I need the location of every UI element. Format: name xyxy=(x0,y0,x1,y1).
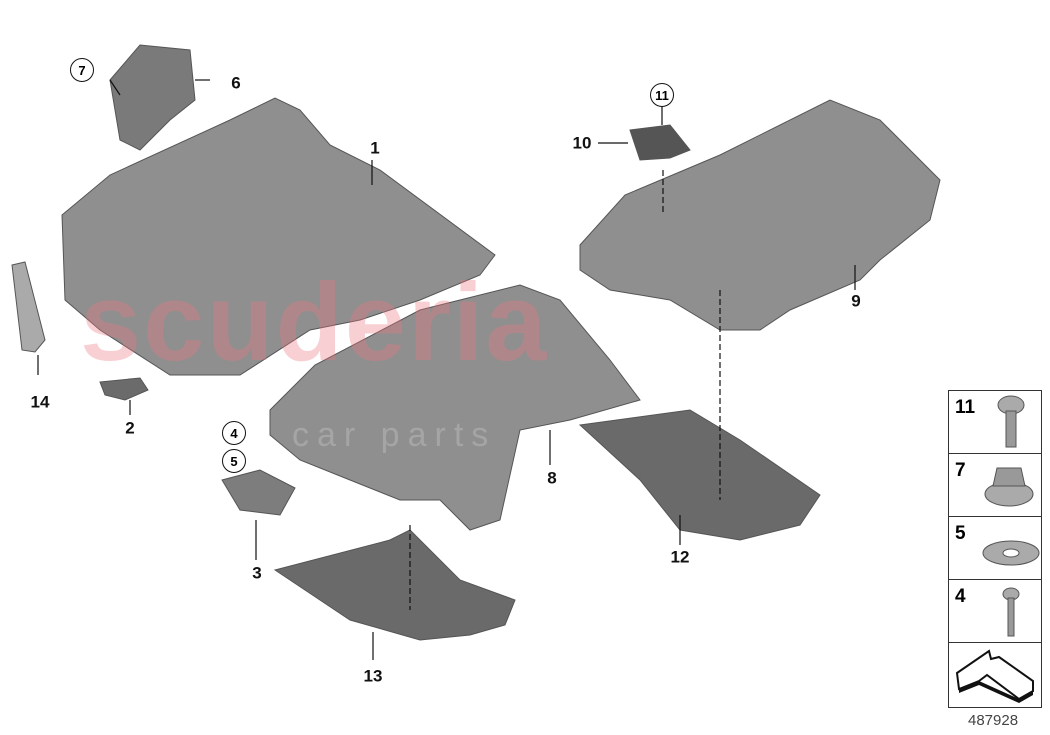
hardware-legend: 11 7 5 4 xyxy=(948,390,1042,708)
legend-row-4: 4 xyxy=(949,580,1041,643)
pad-top xyxy=(109,44,196,151)
callout-7: 7 xyxy=(70,58,94,82)
callout-3: 3 xyxy=(252,563,262,583)
watermark-sub: car parts xyxy=(292,416,497,454)
callout-13: 13 xyxy=(363,666,383,686)
bolt-icon xyxy=(1002,587,1020,637)
callout-6: 6 xyxy=(231,73,241,93)
legend-row-arrow xyxy=(949,643,1041,707)
callout-8: 8 xyxy=(547,468,557,488)
callout-2: 2 xyxy=(125,418,135,438)
ring-3 xyxy=(221,469,296,516)
flange-nut-icon xyxy=(984,467,1034,507)
rear-carpet-8 xyxy=(269,284,641,531)
callout-12: 12 xyxy=(670,547,690,567)
callout-14: 14 xyxy=(30,392,50,412)
callout-9: 9 xyxy=(851,291,861,311)
insulation-10 xyxy=(629,124,691,161)
front-floor-carpet xyxy=(61,97,496,376)
legend-row-5: 5 xyxy=(949,517,1041,580)
legend-row-7: 7 xyxy=(949,454,1041,517)
insulation-12 xyxy=(578,409,821,541)
callout-5: 5 xyxy=(222,449,246,473)
callout-11: 11 xyxy=(650,83,674,107)
screw-icon xyxy=(997,395,1025,448)
rear-carpet-9 xyxy=(579,99,941,331)
diagram-number: 487928 xyxy=(968,712,1019,729)
callout-4: 4 xyxy=(222,421,246,445)
washer-icon xyxy=(982,540,1040,566)
pad-2 xyxy=(99,377,149,401)
callout-1: 1 xyxy=(370,138,380,158)
callout-10: 10 xyxy=(572,133,592,153)
insulation-13 xyxy=(273,529,516,641)
watermark: scuderia xyxy=(80,261,549,384)
legend-row-11: 11 xyxy=(949,391,1041,454)
direction-arrow-icon xyxy=(955,649,1034,703)
sill-trim-14 xyxy=(11,261,46,353)
